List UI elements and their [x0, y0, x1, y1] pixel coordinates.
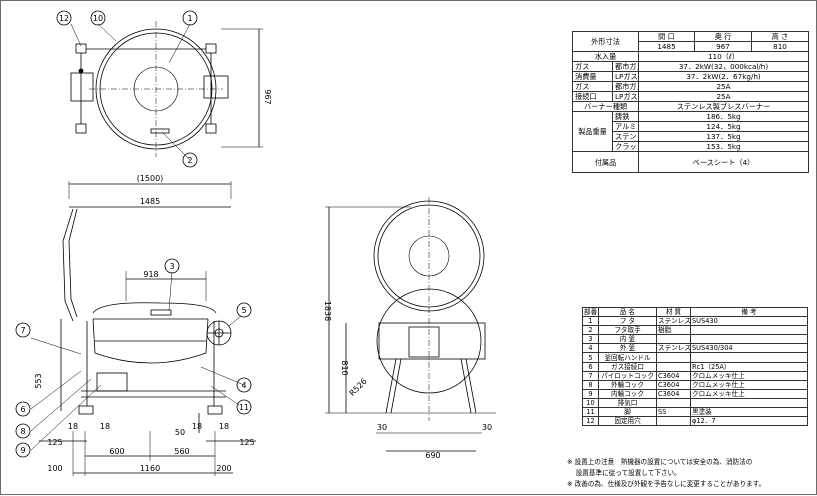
dim-18-right-b: 18: [219, 422, 229, 431]
balloon-10: 10: [93, 14, 103, 23]
dim-width: 1485: [140, 197, 160, 206]
balloon-12: 12: [59, 14, 69, 23]
top-view: [70, 21, 263, 157]
dim-200: 200: [216, 464, 231, 473]
spec-accessory-value: ベースシート（4）: [638, 151, 810, 173]
dim-30-right: 30: [482, 423, 492, 432]
dim-30-left: 30: [377, 423, 387, 432]
dim-125-right: 125: [239, 438, 254, 447]
dim-18-right-a: 18: [192, 422, 202, 431]
spec-height-value: 810: [751, 41, 810, 52]
dim-50: 50: [175, 428, 185, 437]
spec-lp-gas: LPガス: [611, 71, 640, 82]
balloon-8: 8: [20, 427, 25, 436]
side-view: [325, 197, 496, 452]
part-balloons: [15, 10, 252, 458]
spec-weight-label: 製品重量: [572, 111, 613, 152]
spec-weight-material: 鋳鉄: [611, 111, 640, 122]
spec-burner-label: バーナー種類: [571, 101, 640, 112]
parts-header-remarks: 備 考: [690, 306, 808, 318]
spec-weight-material: クラッド: [611, 141, 640, 152]
spec-header-height: 高 さ: [751, 31, 810, 42]
leader-lines: [30, 23, 245, 451]
spec-gas-connection-label: ガス: [572, 81, 613, 92]
spec-width-value: 1485: [638, 41, 696, 52]
spec-gas-consumption-label: ガス: [572, 61, 613, 72]
parts-header-no: 部番: [582, 306, 599, 318]
spec-accessory-label: 付属品: [571, 151, 640, 173]
spec-water-label: 水入量: [571, 51, 640, 62]
dim-560: 560: [174, 447, 189, 456]
spec-weight-material: アルミ: [611, 121, 640, 132]
dim-100: 100: [47, 464, 62, 473]
balloon-6: 6: [20, 405, 25, 414]
spec-weight-value: 137．5kg: [638, 131, 810, 142]
dim-1838: 1838: [323, 301, 332, 321]
parts-header-name: 品 名: [598, 306, 657, 318]
spec-weight-material: ステンレス: [611, 131, 640, 142]
spec-depth-value: 967: [694, 41, 753, 52]
parts-header-material: 材 質: [656, 306, 691, 318]
note-line: 設置基準に従って設置して下さい。: [567, 469, 681, 477]
dim-1160: 1160: [140, 464, 160, 473]
spec-city-gas-2: 都市ガス: [611, 81, 640, 92]
dim-125-left: 125: [47, 438, 62, 447]
drawing-area: 12 10 1 2 3 5 7 4 6 8 9 11 967 (1500) 14…: [15, 10, 496, 476]
spec-consumption-city: 37．2kW(32，000kcal/h): [638, 61, 810, 72]
dim-overall-width: (1500): [137, 174, 164, 183]
balloon-4: 4: [241, 381, 246, 390]
spec-weight-value: 186．5kg: [638, 111, 810, 122]
notes: ※ 設置上の注意 熱機器の設置については安全の為、消防法の 設置基準に従って設置…: [567, 457, 812, 490]
dim-r526: R526: [348, 377, 369, 398]
balloon-5: 5: [241, 306, 246, 315]
spec-gas-consumption-label-2: 消費量: [572, 71, 613, 82]
spec-connection-lp: 25A: [638, 91, 810, 102]
front-view: [39, 181, 256, 476]
spec-weight-value: 124．5kg: [638, 121, 810, 132]
note-line: ※ 改善の為、仕様及び外観を予告なしに変更することがあります。: [567, 480, 766, 488]
spec-weight-value: 153．5kg: [638, 141, 810, 152]
dim-18-left-b: 18: [100, 422, 110, 431]
dim-18-left-a: 18: [68, 422, 78, 431]
balloon-1: 1: [187, 14, 192, 23]
spec-water-value: 110（ℓ）: [638, 51, 810, 62]
spec-lp-gas-2: LPガス: [611, 91, 640, 102]
balloon-7: 7: [20, 326, 25, 335]
spec-city-gas: 都市ガス: [611, 61, 640, 72]
balloon-11: 11: [239, 403, 249, 412]
spec-consumption-lp: 37．2kW(2．67kg/h): [638, 71, 810, 82]
spec-burner-value: ステンレス製ブレスバーナー: [638, 101, 810, 112]
dim-depth-top: 967: [263, 89, 272, 104]
spec-header-depth: 奥 行: [694, 31, 753, 42]
spec-header-width: 間 口: [638, 31, 696, 42]
dim-810: 810: [340, 360, 349, 375]
dim-height-553: 553: [34, 373, 43, 388]
note-line: ※ 設置上の注意 熱機器の設置については安全の為、消防法の: [567, 458, 753, 466]
dim-pot-width: 918: [143, 270, 158, 279]
spec-connection-city: 25A: [638, 81, 810, 92]
spec-dimensions-label: 外形寸法: [571, 31, 640, 52]
spec-gas-connection-label-2: 接続口: [572, 91, 613, 102]
dim-600: 600: [109, 447, 124, 456]
dim-690: 690: [425, 451, 440, 460]
balloon-3: 3: [169, 262, 174, 271]
balloon-9: 9: [20, 446, 25, 455]
balloon-2: 2: [187, 156, 192, 165]
